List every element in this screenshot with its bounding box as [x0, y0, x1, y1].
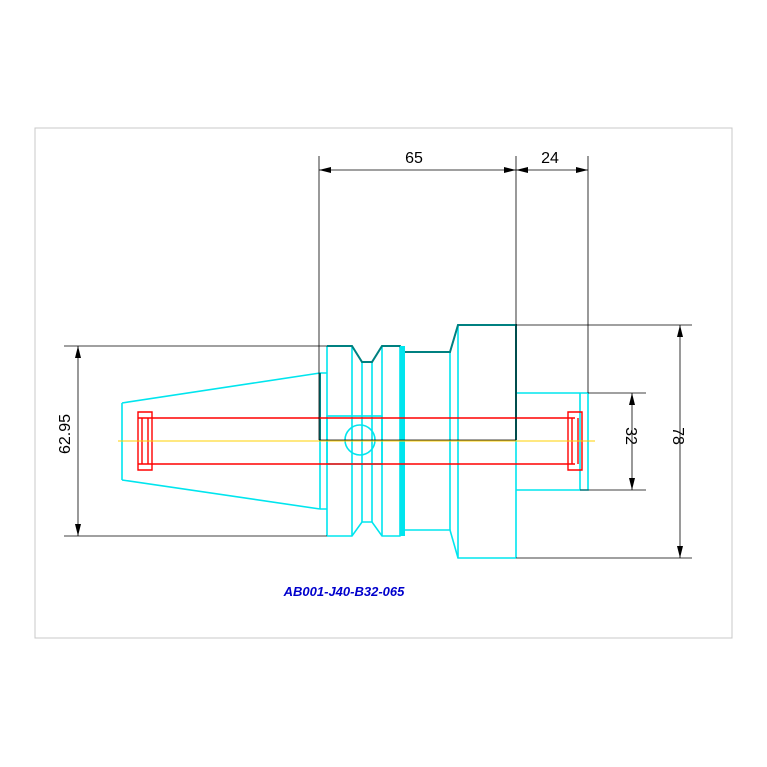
part-number-label: AB001-J40-B32-065 [283, 584, 405, 599]
outline-dark-edges [319, 324, 517, 440]
flange-bottom-profile [327, 521, 516, 559]
dim-length-bore: 24 [541, 150, 559, 167]
dim-length-body: 65 [405, 150, 423, 167]
dim-bore-dia: 32 [622, 427, 639, 445]
dimension-arrows [75, 167, 683, 558]
drawing-frame [34, 127, 733, 639]
dim-flange-dia: 62.95 [57, 414, 74, 454]
flange-top-profile [327, 324, 516, 363]
dim-body-dia: 78 [669, 427, 686, 445]
dimension-lines [64, 156, 692, 559]
